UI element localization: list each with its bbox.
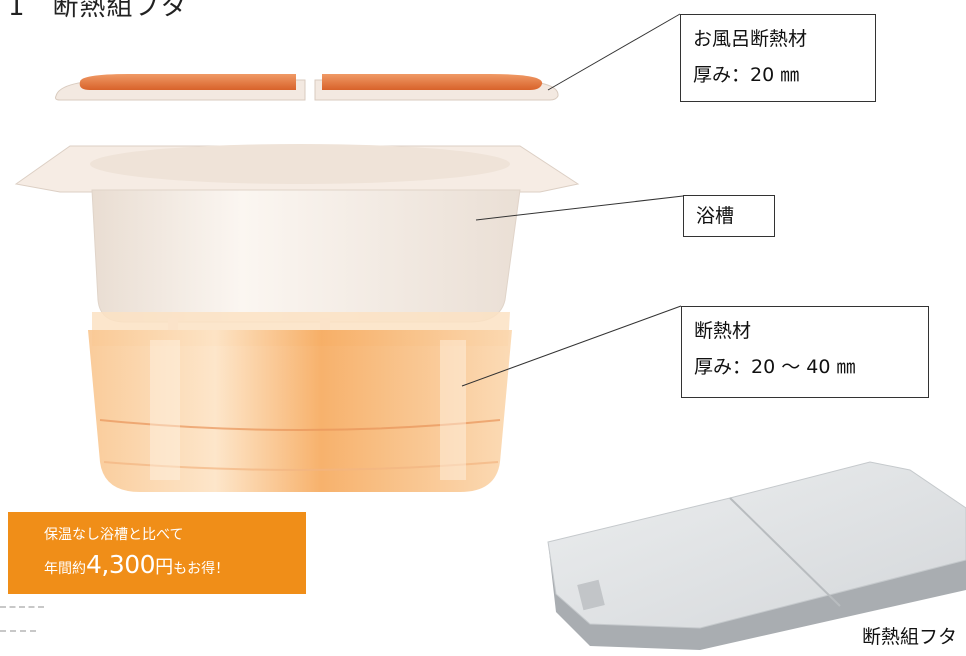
bath-lid [55, 74, 559, 101]
tub-callout-name: 浴槽 [696, 205, 735, 227]
insulation-leader-line [461, 305, 682, 387]
folding-cover [547, 461, 966, 650]
savings-amount: 4,300 [86, 550, 156, 579]
page-heading: 1 断熱組フタ [8, 0, 188, 22]
divider-dash [0, 630, 36, 632]
savings-prefix: 年間約 [44, 561, 86, 577]
bathtub [14, 144, 580, 330]
savings-line-1: 保温なし浴槽と比べて [44, 527, 184, 543]
lid-callout: お風呂断熱材 厚み：20 ㎜ [680, 14, 876, 102]
savings-yen: 円 [155, 557, 174, 578]
savings-banner: 保温なし浴槽と比べて 年間約4,300円もお得！ [8, 512, 306, 594]
insulation-callout-thickness: 厚み：20 ～ 40 ㎜ [694, 356, 856, 378]
product-caption: 断熱組フタ [862, 626, 958, 648]
insulation-callout: 断熱材 厚み：20 ～ 40 ㎜ [681, 306, 929, 398]
lid-callout-thickness: 厚み：20 ㎜ [693, 64, 800, 86]
lid-callout-name: お風呂断熱材 [693, 28, 808, 50]
insulation-callout-name: 断熱材 [694, 320, 752, 342]
tub-leader-line [475, 195, 684, 221]
savings-suffix: もお得！ [173, 561, 230, 577]
savings-line-2: 年間約4,300円もお得！ [44, 550, 306, 584]
lid-leader-line [547, 13, 681, 91]
tub-callout: 浴槽 [683, 195, 775, 237]
divider-dash [0, 606, 44, 608]
insulation-shell [88, 312, 512, 492]
